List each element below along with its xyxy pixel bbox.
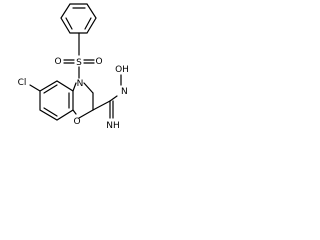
benzoxazine-core bbox=[29, 80, 94, 121]
phenyl-bond bbox=[60, 3, 97, 34]
benzene-double-bond bbox=[43, 107, 58, 117]
atom-n-oh: N bbox=[121, 87, 128, 97]
atom-o-ring: O bbox=[73, 117, 80, 127]
phenyl-double-bond bbox=[84, 17, 92, 30]
phenyl-ring bbox=[60, 3, 97, 34]
atom-n-ring: N bbox=[77, 79, 84, 89]
ch-c-bond bbox=[92, 100, 111, 111]
ch-o-bond bbox=[78, 109, 94, 119]
c-cl-bond bbox=[29, 84, 41, 92]
atom-oh: OH bbox=[115, 65, 129, 75]
sulfonyl-group bbox=[63, 32, 95, 79]
atom-s: S bbox=[76, 58, 82, 68]
c-noh-bond bbox=[109, 95, 118, 102]
phenyl-double-bond bbox=[65, 17, 73, 30]
n-c-bond bbox=[72, 82, 77, 92]
atom-nh: NH bbox=[106, 121, 120, 131]
amidoxime-group bbox=[92, 74, 122, 119]
atom-cl: Cl bbox=[18, 78, 27, 88]
n-ch2-bond bbox=[83, 82, 94, 94]
molecule-drawing: O S O N Cl O OH N NH bbox=[18, 3, 129, 131]
atom-o: O bbox=[54, 57, 61, 67]
structure-diagram: O S O N Cl O OH N NH bbox=[0, 0, 147, 146]
benzene-double-bond bbox=[43, 84, 58, 94]
benzene-bond bbox=[39, 80, 74, 121]
o-c-bond bbox=[72, 109, 77, 115]
atom-o: O bbox=[95, 57, 102, 67]
